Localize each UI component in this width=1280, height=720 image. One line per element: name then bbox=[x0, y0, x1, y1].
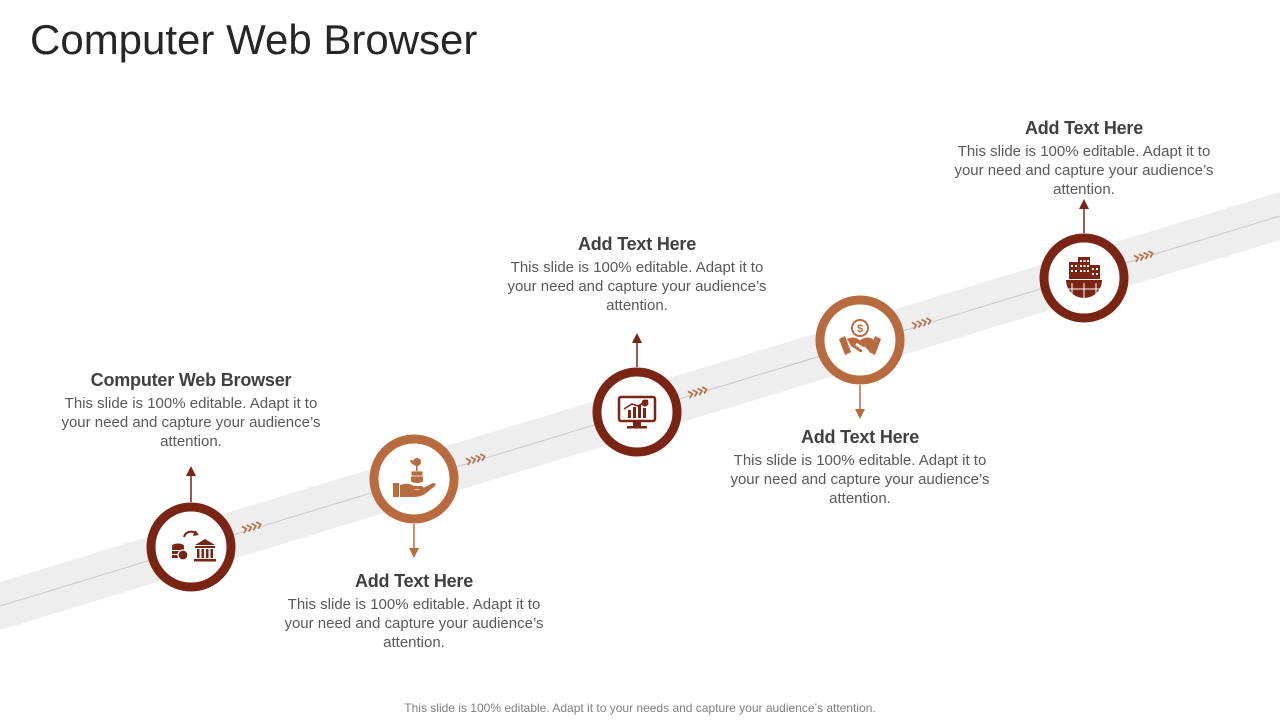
step-4-text: Add Text Here This slide is 100% editabl… bbox=[725, 426, 995, 508]
chevron-arrow-1 bbox=[241, 521, 262, 534]
step-circle-4 bbox=[815, 295, 905, 385]
svg-text:$: $ bbox=[857, 323, 863, 335]
connector-arrow-2 bbox=[409, 524, 419, 558]
chevron-arrow-3 bbox=[687, 386, 708, 399]
chevron-arrow-5 bbox=[1133, 250, 1154, 263]
building-globe-icon bbox=[1066, 257, 1102, 298]
connector-arrow-1 bbox=[186, 466, 196, 502]
monitor-chart-icon bbox=[617, 395, 657, 429]
step-1-desc: This slide is 100% editable. Adapt it to… bbox=[61, 395, 321, 450]
step-2-text: Add Text Here This slide is 100% editabl… bbox=[279, 570, 549, 652]
step-2-title: Add Text Here bbox=[354, 571, 474, 591]
step-4-desc: This slide is 100% editable. Adapt it to… bbox=[730, 452, 990, 507]
step-3-title: Add Text Here bbox=[577, 234, 697, 254]
step-1-text: Computer Web Browser This slide is 100% … bbox=[56, 369, 326, 451]
hand-coins-icon bbox=[393, 458, 436, 497]
step-circle-3 bbox=[592, 367, 682, 457]
step-5-desc: This slide is 100% editable. Adapt it to… bbox=[954, 143, 1214, 198]
connector-arrow-5 bbox=[1079, 199, 1089, 233]
connector-arrow-4 bbox=[855, 385, 865, 419]
step-3-text: Add Text Here This slide is 100% editabl… bbox=[502, 233, 772, 315]
step-5-text: Add Text Here This slide is 100% editabl… bbox=[949, 117, 1219, 199]
connector-arrow-3 bbox=[632, 333, 642, 367]
chevron-arrows bbox=[241, 250, 1154, 534]
step-1-title: Computer Web Browser bbox=[90, 370, 292, 390]
chevron-arrow-2 bbox=[465, 453, 486, 466]
step-2-desc: This slide is 100% editable. Adapt it to… bbox=[284, 596, 544, 651]
step-4-title: Add Text Here bbox=[800, 427, 920, 447]
money-bank-icon bbox=[172, 530, 216, 562]
step-5-title: Add Text Here bbox=[1024, 118, 1144, 138]
footer-note: This slide is 100% editable. Adapt it to… bbox=[404, 701, 876, 715]
page-title: Computer Web Browser bbox=[30, 16, 478, 63]
step-3-desc: This slide is 100% editable. Adapt it to… bbox=[507, 259, 767, 314]
step-circle-1 bbox=[146, 502, 236, 592]
handshake-dollar-icon: $ bbox=[839, 319, 881, 355]
chevron-arrow-4 bbox=[911, 317, 932, 330]
